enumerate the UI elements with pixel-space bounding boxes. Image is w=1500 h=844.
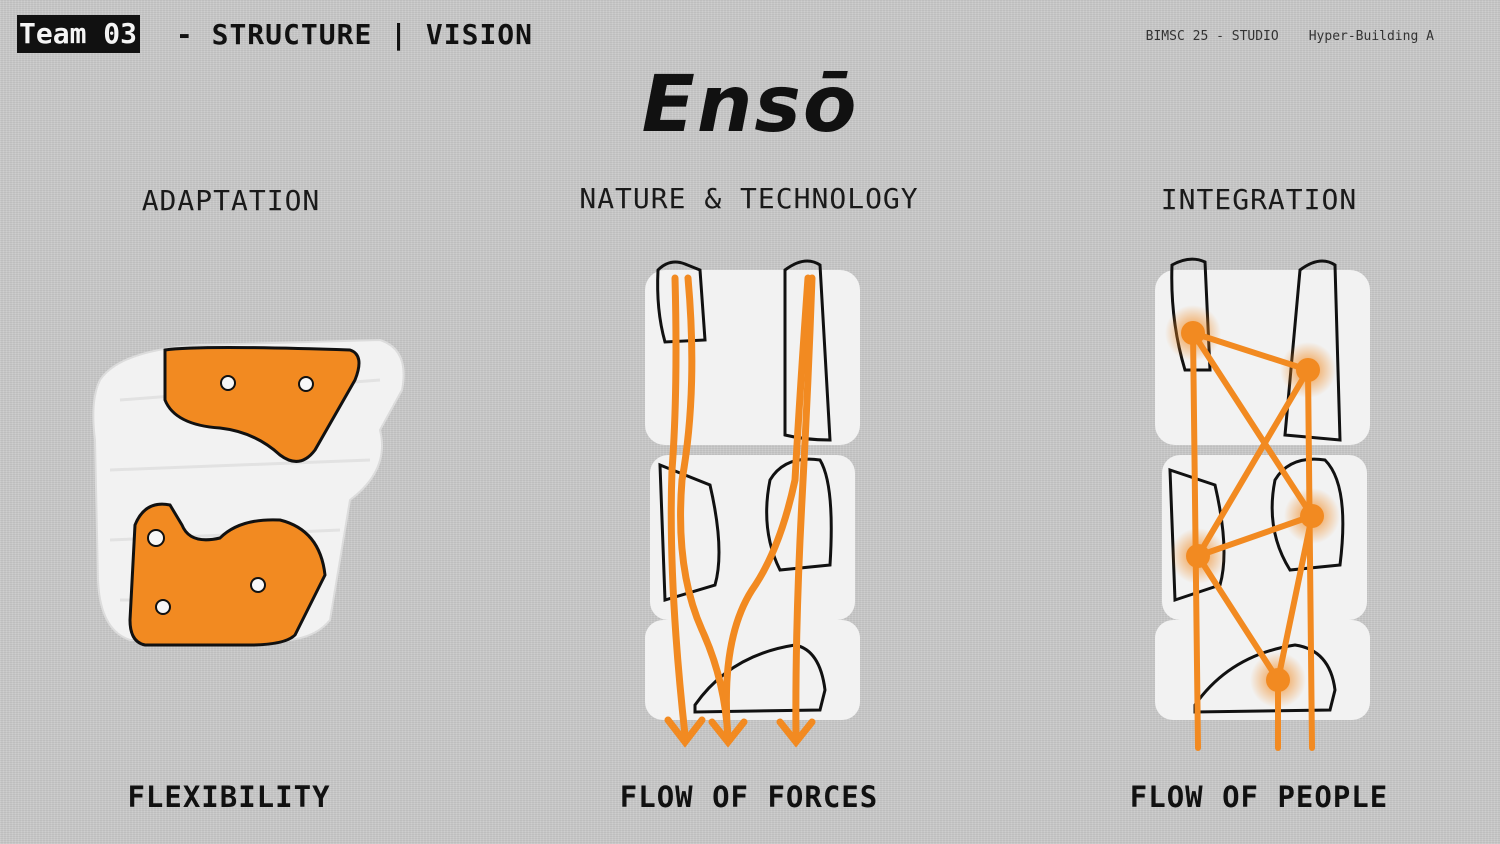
void-outline [658,462,721,602]
people-diagram [1155,257,1370,751]
void-outline [1283,259,1342,442]
hub-node [1186,544,1210,568]
hub-node [1296,358,1320,382]
adaptation-diagram [92,338,405,647]
column-heading-adaptation: ADAPTATION [141,184,321,217]
opening [220,375,236,391]
caption-flexibility: FLEXIBILITY [127,780,331,814]
force-lines [664,274,816,748]
course-meta: BIMSC 25 - STUDIO Hyper-Building A [1130,14,1464,44]
void-outline [783,259,832,442]
force-line [677,274,732,742]
caption-flow-of-people: FLOW OF PEOPLE [1129,780,1389,814]
project-label: Hyper-Building A [1308,29,1434,44]
arrow-head [664,716,706,748]
hub-nodes [1181,321,1324,692]
column-heading-nature-technology: NATURE & TECHNOLOGY [579,182,919,215]
void-outline [1193,643,1337,714]
team-label: Team 03 [17,15,141,53]
vertical-path [1305,367,1315,751]
force-line [667,274,689,739]
column-heading-integration: INTEGRATION [1160,183,1358,216]
studio-label: BIMSC 25 - STUDIO [1145,29,1279,44]
opening [155,599,171,615]
tower-block-lower [645,620,860,720]
vertical-path [1190,330,1201,751]
arrow-head [708,718,748,748]
project-title: Ensō [641,60,859,150]
hub-node [1300,504,1324,528]
forces-diagram [645,259,860,748]
section-title: - STRUCTURE | VISION [158,17,534,51]
void-outline [656,260,707,344]
force-line [722,274,812,742]
opening [298,376,314,392]
void-outline [1170,257,1212,372]
opening [147,529,165,547]
lower-zone [128,502,327,647]
force-line [792,274,816,742]
opening [250,577,266,593]
hub-node [1181,321,1205,345]
arrow-head [776,718,816,748]
slide-header: Team 03 - STRUCTURE | VISION [17,15,533,53]
hub-node [1266,668,1290,692]
upper-zone [163,346,361,463]
caption-flow-of-forces: FLOW OF FORCES [619,780,879,814]
